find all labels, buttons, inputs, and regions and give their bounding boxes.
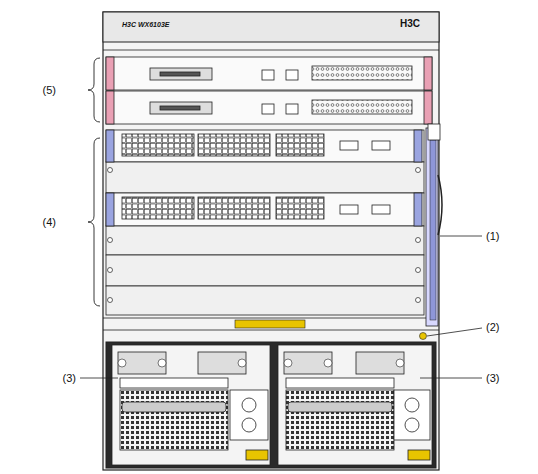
brand-logo: H3C (400, 17, 420, 30)
callout-number: (4) (43, 216, 56, 229)
callout-number: (2) (486, 321, 499, 334)
callout-number: (3) (63, 372, 76, 385)
model-name: H3C WX6103E (122, 18, 169, 31)
callout-number: (5) (43, 84, 56, 97)
callout-number: (3) (486, 372, 499, 385)
callout-number: (1) (486, 230, 499, 243)
